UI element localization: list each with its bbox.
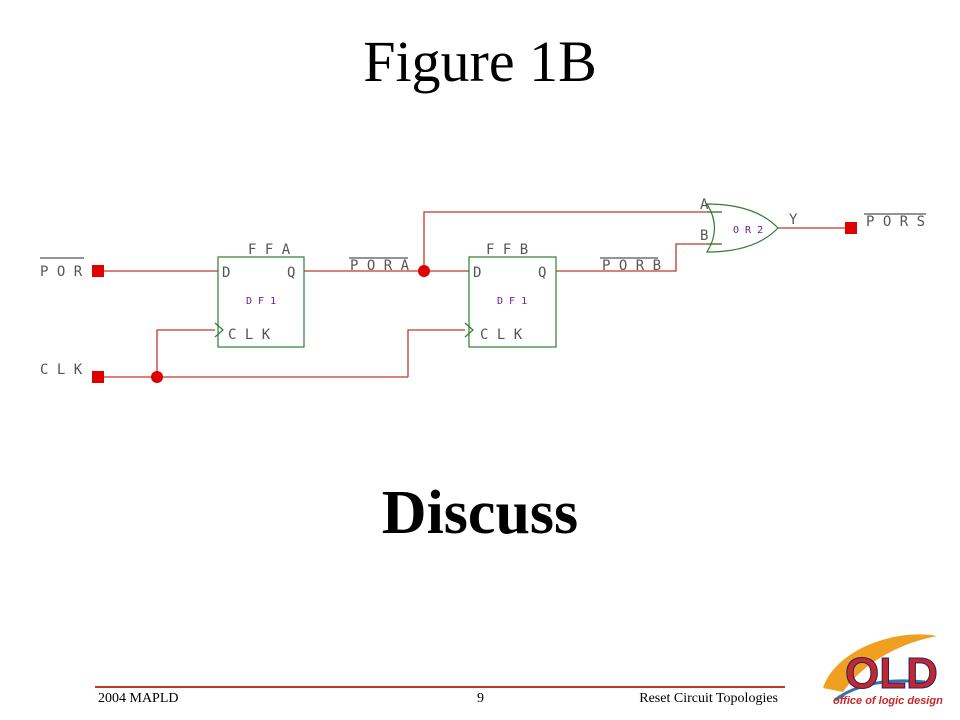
footer-divider (95, 686, 785, 688)
label-por: P O R (40, 264, 83, 280)
ffb-box (468, 256, 557, 348)
ffa-name: F F A (248, 242, 291, 258)
logo-swoosh (823, 634, 937, 692)
old-logo: OLD office of logic design (823, 634, 943, 707)
footer-conference: 2004 MAPLD (98, 691, 179, 706)
or-pin-b: B (700, 228, 708, 244)
wire-clk-ffa (156, 329, 215, 377)
footer-page-number: 9 (477, 691, 484, 706)
ffb-pin-q: Q (538, 265, 546, 281)
junction-pora (418, 265, 430, 277)
ffa-clock-marker (214, 322, 224, 338)
or-gate-type: O R 2 (733, 225, 763, 236)
or-pin-y: Y (789, 212, 798, 228)
port-por (92, 265, 104, 277)
slide-title: Figure 1B (363, 29, 597, 94)
wire-porb (556, 243, 722, 272)
label-overlines (40, 213, 926, 259)
ffa-pin-d: D (222, 265, 230, 281)
ffb-type: D F 1 (497, 296, 527, 307)
ffa-box (217, 256, 305, 348)
label-pora: P O R A (350, 258, 410, 274)
or-pin-a: A (700, 197, 709, 213)
port-pors (845, 222, 857, 234)
junction-clk (151, 371, 163, 383)
label-clk: C L K (40, 362, 83, 378)
ffa-pin-clk: C L K (228, 327, 271, 343)
logo-letters: OLD (845, 649, 938, 698)
discuss-heading: Discuss (381, 479, 579, 547)
ffb-pin-d: D (473, 265, 481, 281)
wire-pora-or (423, 211, 722, 271)
wire-clk-ffb (407, 329, 465, 377)
footer-topic: Reset Circuit Topologies (639, 691, 778, 706)
port-clk (92, 371, 104, 383)
ffa-type: D F 1 (246, 296, 276, 307)
logo-tagline: office of logic design (833, 695, 943, 707)
wires (98, 211, 850, 378)
ffa-pin-q: Q (287, 265, 295, 281)
ffb-clock-marker (464, 322, 474, 338)
ffb-pin-clk: C L K (480, 327, 523, 343)
logo-arc (834, 679, 926, 702)
label-pors: P O R S (866, 214, 925, 230)
label-porb: P O R B (602, 258, 661, 274)
ffb-name: F F B (486, 242, 528, 258)
or-gate-shape (705, 203, 779, 253)
